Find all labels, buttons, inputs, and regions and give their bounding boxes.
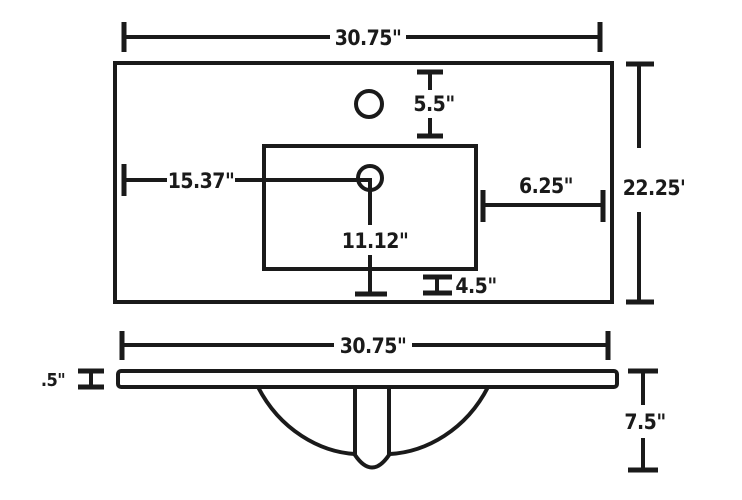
faucet-hole — [354, 89, 384, 119]
side-height-label: 7.5" — [624, 410, 665, 434]
side-width-dimension: 30.75" — [119, 331, 611, 360]
side-view: 30.75" .5" 7.5" — [41, 331, 666, 473]
thickness-dimension: .5" — [41, 368, 104, 391]
plan-depth-label: 22.25' — [623, 176, 686, 200]
bowl-front-label: 4.5" — [455, 274, 496, 298]
bowl-right-dimension: 6.25" — [480, 174, 606, 222]
side-height-dimension: 7.5" — [624, 368, 666, 473]
plan-width-label: 30.75" — [335, 26, 402, 50]
drain-front-dimension: 11.12" — [342, 180, 409, 297]
faucet-offset-dimension: 5.5" — [413, 69, 455, 139]
drain-front-label: 11.12" — [342, 229, 409, 253]
bowl-curve-right — [389, 386, 490, 456]
faucet-offset-label: 5.5" — [413, 92, 454, 116]
side-width-label: 30.75" — [340, 334, 407, 358]
countertop-profile — [116, 369, 619, 389]
bowl-front-dimension: 4.5" — [423, 274, 497, 298]
drain-left-label: 15.37" — [168, 169, 235, 193]
plan-view: 30.75" 5.5" 15.37" 1 — [113, 22, 686, 305]
plan-depth-dimension: 22.25' — [623, 61, 686, 305]
plan-width-dimension: 30.75" — [121, 22, 603, 52]
drain-left-dimension: 15.37" — [121, 164, 372, 196]
bowl-curve-left — [256, 386, 356, 456]
countertop-outline — [113, 61, 614, 304]
bowl-right-label: 6.25" — [519, 174, 573, 198]
drain-pipe — [353, 387, 391, 470]
thickness-label: .5" — [41, 370, 65, 391]
